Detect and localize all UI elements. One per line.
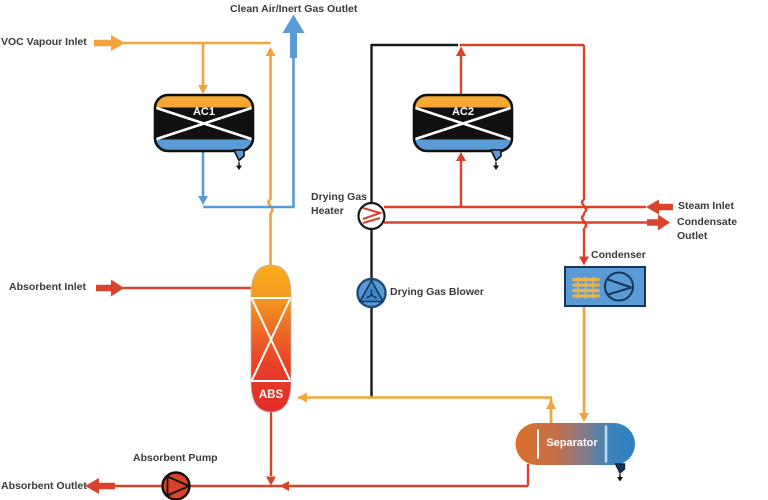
condenser-fan-icon: [604, 271, 634, 302]
condenser-unit: [564, 266, 646, 307]
drying-gas-blower-label: Drying Gas Blower: [390, 286, 484, 298]
condensate-arrow-stem: [647, 219, 658, 226]
absorbent-pump-label: Absorbent Pump: [133, 452, 218, 464]
ac2-cross-pattern: [414, 106, 512, 141]
separator-tag: Separator: [546, 437, 598, 449]
abs-column: [250, 264, 292, 413]
ac2-drain-nozzle-icon: [489, 149, 502, 162]
ac1-bottom-band: [155, 139, 253, 151]
arrowhead-down-condenser: [579, 256, 589, 266]
ac1-top-band: [155, 95, 253, 108]
ac2-drain-arrow-icon: [493, 165, 499, 170]
drying-gas-heater-label: Drying Gas Heater: [311, 191, 368, 217]
arrowhead-down-bottoms: [266, 476, 276, 486]
absorbent-outlet-label: Absorbent Outlet: [1, 480, 87, 492]
pipe-clean-air-blue: [198, 14, 305, 209]
absorbent-outlet-arrow: [85, 478, 99, 494]
arrowhead-up-ac2-bottom: [456, 152, 466, 161]
voc-inlet-arrow-stem: [94, 39, 111, 47]
ac2-vessel: [412, 93, 514, 170]
ac1-drain-arrow-icon: [236, 165, 242, 170]
ac1-drain-nozzle-icon: [232, 149, 245, 162]
arrowhead-down-ac1-top: [198, 85, 208, 94]
clean-air-outlet-label: Clean Air/Inert Gas Outlet: [230, 3, 358, 15]
abs-packing-pattern: [251, 297, 291, 382]
absorbent-pump-symbol: [161, 471, 192, 500]
condensate-outlet-arrow: [658, 214, 670, 231]
absorbent-inlet-arrow-stem: [96, 284, 111, 292]
fan-hub: [370, 293, 373, 297]
condenser-coil-icon: [577, 277, 594, 299]
heater-coil-icon: [362, 207, 384, 220]
ac2-top-band: [414, 95, 512, 108]
arrowhead-down-ac1-bottom: [198, 196, 208, 205]
pipe-voc-orange: [94, 35, 589, 423]
steam-inlet-label: Steam Inlet: [678, 200, 735, 212]
ac1-cross-pattern: [155, 106, 253, 141]
separator-vessel: [515, 423, 635, 482]
ac1-vessel: [153, 93, 255, 170]
arrowhead-up-separator-vapor: [546, 400, 556, 409]
arrowhead-up-voc-header: [265, 47, 276, 56]
ac1-tag: AC1: [192, 106, 215, 118]
arrowhead-left-bottoms: [279, 481, 289, 491]
absorbent-inlet-arrow: [111, 279, 124, 297]
clean-air-arrow: [282, 14, 305, 33]
voc-inlet-label: VOC Vapour Inlet: [1, 36, 87, 48]
condensate-outlet-label: Condensate Outlet: [677, 216, 738, 242]
arrowhead-up-ac2-overhead: [456, 46, 466, 56]
absorbent-inlet-label: Absorbent Inlet: [9, 281, 87, 293]
heater-coil-icon: [362, 217, 381, 224]
arrowhead-left-abs-inlet: [297, 392, 307, 403]
separator-drain-nozzle-icon: [614, 463, 626, 475]
pipe-separator-vapor-to-abs: [298, 396, 553, 423]
pipe-regeneration-red: [384, 43, 673, 266]
abs-tag: ABS: [258, 389, 284, 401]
ac2-outline: [412, 93, 514, 153]
ac2-tag: AC2: [451, 106, 474, 118]
ac1-outline: [153, 93, 255, 153]
ac2-bottom-band: [414, 139, 512, 151]
steam-inlet-arrow: [646, 199, 659, 215]
arrowhead-down-separator: [579, 413, 589, 422]
separator-drain-arrow-icon: [617, 477, 623, 482]
steam-inlet-arrow-stem: [659, 203, 673, 211]
condenser-fan-blades: [607, 278, 632, 296]
clean-air-arrow-stem: [290, 31, 297, 58]
drying-gas-blower-symbol: [356, 277, 387, 309]
drying-gas-heater-symbol: [357, 201, 386, 231]
pipe-clean-air-riser: [203, 57, 295, 209]
absorbent-outlet-arrow-stem: [99, 482, 115, 490]
voc-inlet-arrow: [111, 35, 125, 51]
condenser-label: Condenser: [591, 249, 646, 261]
pump-impeller-icon: [166, 475, 192, 497]
